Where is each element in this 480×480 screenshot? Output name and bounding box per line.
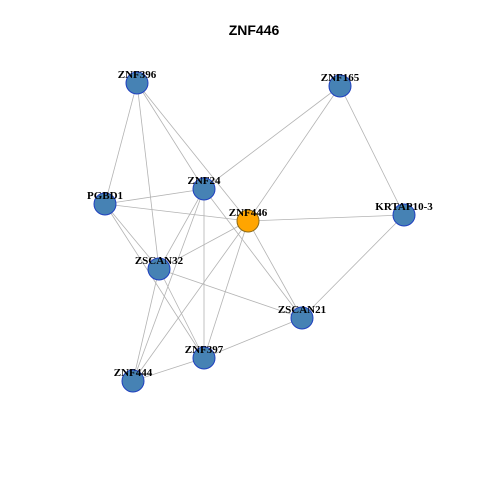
edge-znf165-znf446 bbox=[247, 85, 341, 222]
edge-znf446-znf444 bbox=[132, 220, 249, 382]
edge-znf446-krtap10-3 bbox=[247, 214, 405, 222]
edge-krtap10-3-zscan21 bbox=[301, 214, 405, 319]
edge-znf446-zscan32 bbox=[158, 220, 249, 270]
node-pgbd1 bbox=[93, 192, 117, 216]
edge-znf165-krtap10-3 bbox=[339, 85, 405, 216]
node-label-znf24: ZNF24 bbox=[188, 175, 222, 187]
edge-znf396-znf24 bbox=[136, 82, 205, 190]
node-znf24 bbox=[192, 177, 216, 201]
edge-znf165-znf24 bbox=[203, 85, 341, 190]
edge-znf24-pgbd1 bbox=[104, 188, 205, 205]
node-label-zscan32: ZSCAN32 bbox=[135, 255, 184, 267]
node-znf165 bbox=[328, 74, 352, 98]
node-label-znf396: ZNF396 bbox=[118, 69, 157, 81]
node-krtap10-3 bbox=[392, 203, 416, 227]
node-znf446 bbox=[236, 209, 260, 233]
node-zscan21 bbox=[290, 306, 314, 330]
node-znf444 bbox=[121, 369, 145, 393]
node-znf396 bbox=[125, 71, 149, 95]
edge-znf396-znf446 bbox=[136, 82, 249, 222]
node-label-znf397: ZNF397 bbox=[185, 344, 224, 356]
edge-pgbd1-znf446 bbox=[104, 203, 249, 222]
node-label-pgbd1: PGBD1 bbox=[87, 190, 123, 202]
edge-zscan21-znf397 bbox=[203, 317, 303, 359]
node-znf397 bbox=[192, 346, 216, 370]
edge-zscan32-znf397 bbox=[158, 268, 205, 359]
node-zscan32 bbox=[147, 257, 171, 281]
edge-znf24-znf444 bbox=[132, 188, 205, 382]
edge-znf397-znf444 bbox=[132, 357, 205, 382]
edge-znf396-pgbd1 bbox=[104, 82, 138, 205]
edge-znf24-zscan32 bbox=[158, 188, 205, 270]
edge-pgbd1-zscan32 bbox=[104, 203, 160, 270]
nodes-layer bbox=[93, 71, 416, 393]
graph-title: ZNF446 bbox=[229, 22, 280, 38]
edge-znf446-znf397 bbox=[203, 220, 249, 359]
edge-znf24-zscan21 bbox=[203, 188, 303, 319]
node-label-zscan21: ZSCAN21 bbox=[278, 304, 326, 316]
node-label-krtap10-3: KRTAP10-3 bbox=[375, 201, 433, 213]
edge-znf446-zscan21 bbox=[247, 220, 303, 319]
node-label-znf446: ZNF446 bbox=[229, 207, 268, 219]
node-label-znf165: ZNF165 bbox=[321, 72, 360, 84]
edge-znf396-zscan32 bbox=[136, 82, 160, 270]
node-label-znf444: ZNF444 bbox=[114, 367, 153, 379]
edges-layer bbox=[104, 82, 405, 382]
edge-pgbd1-znf397 bbox=[104, 203, 205, 359]
edge-zscan32-zscan21 bbox=[158, 268, 303, 319]
edge-zscan32-znf444 bbox=[132, 268, 160, 382]
